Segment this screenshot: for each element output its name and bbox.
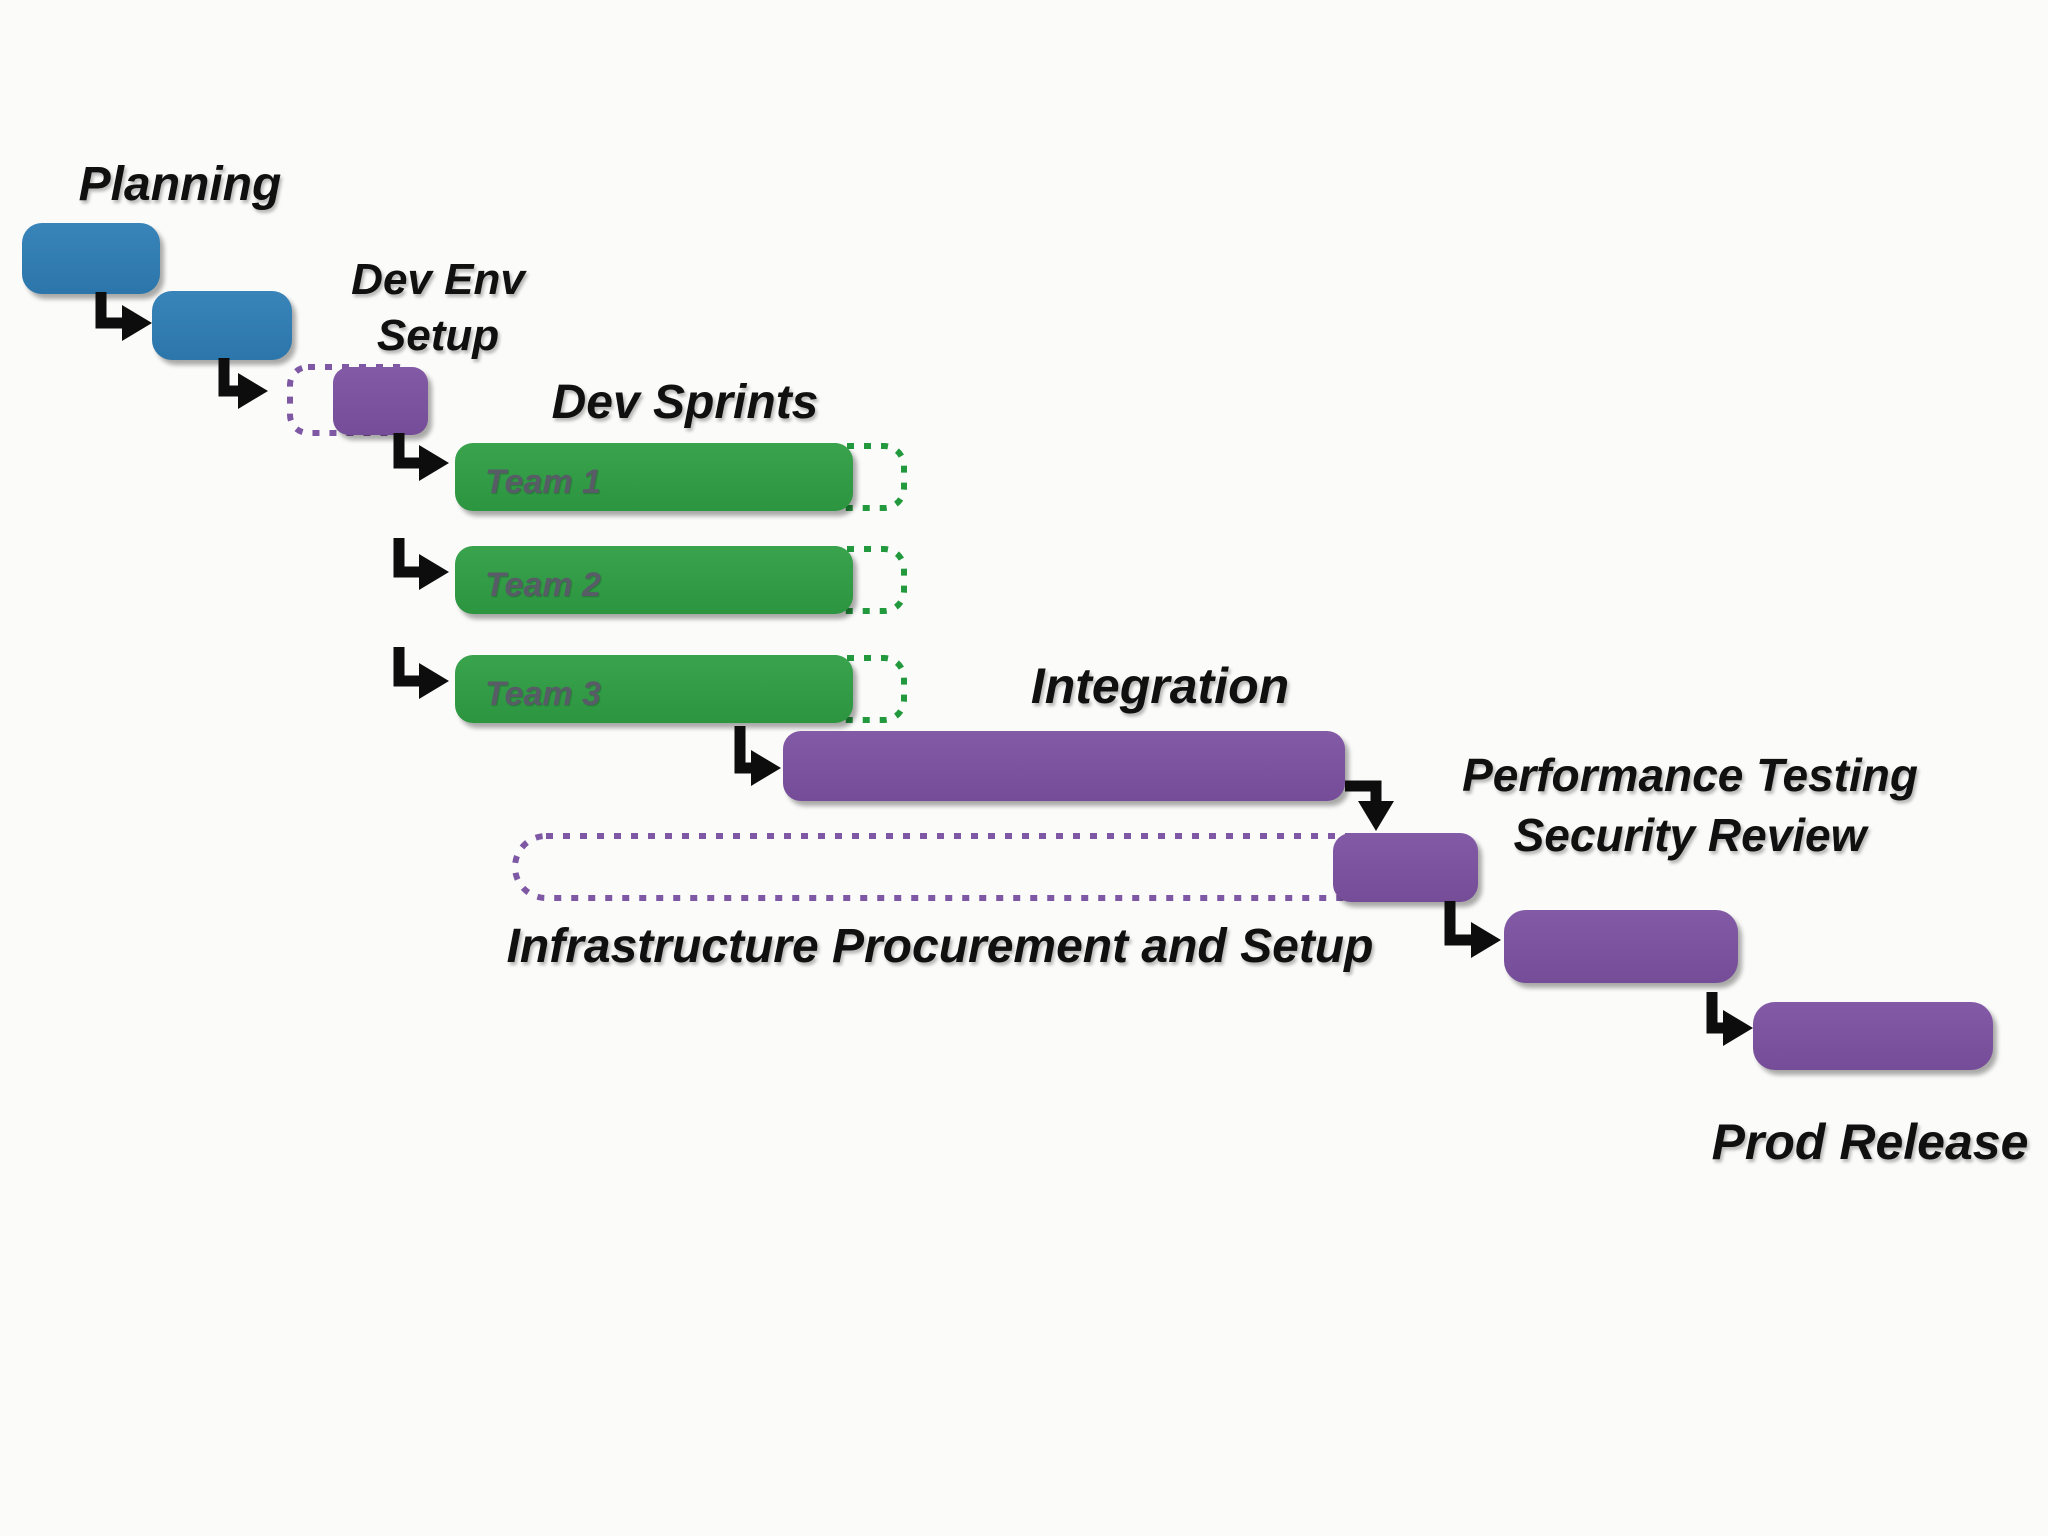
infrastructure-ghost-bar [512,833,1440,901]
arrow-devenv-team3 [393,647,422,687]
arrow-team3-integration [734,726,754,774]
team3-label: Team 3 [485,674,601,713]
arrowhead-9 [1723,1010,1753,1046]
arrowhead-4 [419,554,449,590]
arrow-devenv-team2 [393,538,422,578]
planning-title: Planning [78,158,282,211]
arrow-devenv-team1 [393,433,422,469]
arrow-planning1-planning2 [95,292,126,329]
arrowhead-6 [751,750,781,786]
prod-release-bar [1753,1002,1993,1070]
integration-bar [783,731,1345,801]
dev-env-setup-title-line1: Dev Env [351,255,525,304]
dev-env-setup-bar [333,367,428,435]
performance-security-title: Performance Testing Security Review [1420,745,1960,865]
prod-release-title: Prod Release [1711,1114,2029,1170]
team3-sprint-bar: Team 3 [455,655,853,723]
arrow-integration-infraend [1345,780,1382,802]
arrowhead-7 [1358,801,1394,831]
security-review-title-line: Security Review [1513,809,1867,861]
arrow-planning2-devenv [218,358,242,397]
arrowhead-5 [419,663,449,699]
arrowhead-3 [419,445,449,481]
team2-label: Team 2 [485,565,601,604]
dev-env-setup-title-line2: Setup [376,311,500,360]
planning-bar-1 [22,223,160,294]
arrow-perftest-prod [1706,992,1727,1034]
planning-bar-2 [152,291,292,360]
performance-testing-title-line: Performance Testing [1462,749,1918,801]
performance-testing-bar [1504,910,1738,983]
arrowhead-2 [238,373,268,409]
arrowhead-8 [1471,922,1501,958]
dev-sprints-title: Dev Sprints [551,376,819,429]
team1-sprint-bar: Team 1 [455,443,853,511]
team1-label: Team 1 [485,462,601,501]
infrastructure-end-bar [1333,833,1478,902]
arrowhead-1 [122,305,152,341]
infrastructure-title: Infrastructure Procurement and Setup [506,920,1374,973]
team2-sprint-bar: Team 2 [455,546,853,614]
dev-env-setup-title: Dev Env Setup [328,252,548,364]
integration-title: Integration [1030,658,1290,714]
